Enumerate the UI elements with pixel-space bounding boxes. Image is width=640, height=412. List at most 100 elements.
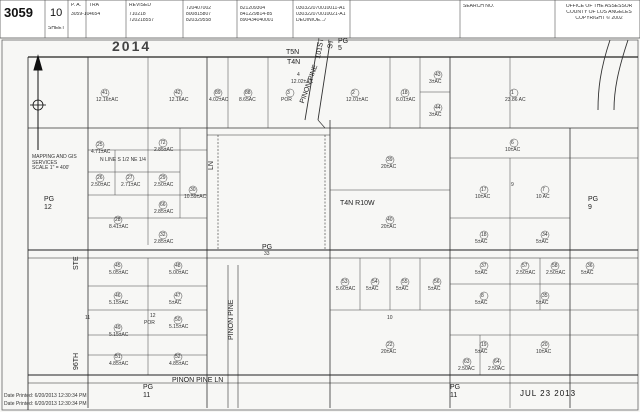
- parcel-number: 37: [481, 263, 487, 269]
- label-pg-center-num: 33: [264, 251, 270, 257]
- parcel-acreage: 5±AC: [536, 239, 549, 245]
- col-c-3: DEUINIOE.../: [296, 18, 326, 23]
- parcel-number: 57: [522, 263, 528, 269]
- parcel-number: 36: [587, 263, 593, 269]
- label-t4n: T4N: [287, 59, 301, 66]
- parcel-acreage: 10±AC: [536, 349, 552, 355]
- parcel-number: 25: [97, 142, 103, 148]
- parcel-acreage: 12.16AC: [169, 97, 189, 103]
- parcel-number: 39: [387, 157, 393, 163]
- year-stamp: 2014: [112, 38, 152, 54]
- parcel-acreage: 10 AC: [536, 194, 550, 200]
- parcel-number: 43: [435, 72, 441, 78]
- label-ln: LN: [208, 161, 215, 170]
- parcel-acreage: 12.01±AC: [346, 97, 369, 103]
- parcel-acreage: 4.02±AC: [209, 97, 229, 103]
- parcel-acreage: 5±AC: [169, 300, 182, 306]
- parcel-number: 49: [115, 325, 121, 331]
- label-pg11-a: PG 11: [143, 384, 154, 399]
- label-ste: STE: [73, 256, 80, 270]
- parcel-acreage: 2.85±AC: [154, 239, 174, 245]
- label-t4n-r10w: T4N R10W: [340, 200, 375, 207]
- parcel-number: 7: [542, 187, 545, 193]
- parcel-number: 72: [160, 140, 166, 146]
- parcel-number: 2: [352, 90, 355, 96]
- parcel-acreage: 2.50±AC: [91, 182, 111, 188]
- col-a-3: 820329558: [186, 18, 212, 23]
- parcel-number: 20: [542, 342, 548, 348]
- parcel-acreage: 4.85±AC: [109, 361, 129, 367]
- search-label: SEARCH NO.: [463, 4, 495, 9]
- north-arrow: [30, 54, 46, 150]
- parcel-number: 42: [175, 90, 181, 96]
- parcel-acreage: 5±AC: [475, 270, 488, 276]
- parcel-number: 9: [511, 182, 514, 188]
- parcel-number: 12: [150, 313, 156, 319]
- col-b-1: 821209304: [240, 6, 266, 11]
- parcel-number: 26: [97, 175, 103, 181]
- parcel-acreage: 10.59±AC: [184, 194, 207, 200]
- sheet-label: SHEET: [48, 26, 65, 31]
- parcel-acreage: 20±AC: [381, 349, 397, 355]
- parcel-acreage: 5.15±AC: [169, 324, 189, 330]
- col-b-3: 890434040001: [240, 18, 274, 23]
- parcel-acreage: 2.85±AC: [154, 209, 174, 215]
- parcel-number: 22: [387, 342, 393, 348]
- parcel-acreage: 4.85±AC: [169, 361, 189, 367]
- parcel-acreage: 8.65AC: [239, 97, 256, 103]
- office-line-2: COUNTY OF LOS ANGELES: [566, 10, 632, 15]
- parcel-number: 58: [552, 263, 558, 269]
- parcel-number: 8: [481, 293, 484, 299]
- parcel-acreage: 10±AC: [475, 194, 491, 200]
- parcel-acreage: 5.15±AC: [109, 300, 129, 306]
- parcel-acreage: 10±AC: [505, 147, 521, 153]
- parcel-acreage: 8.41±AC: [109, 224, 129, 230]
- parcel-number: 55: [402, 279, 408, 285]
- parcel-acreage: 5±AC: [536, 300, 549, 306]
- parcel-number: 30: [190, 187, 196, 193]
- date-printed-1: Date Printed: 6/20/2013 12:30:34 PM: [4, 393, 87, 399]
- parcel-number: 29: [160, 175, 166, 181]
- office-line-1: OFFICE OF THE ASSESSOR: [565, 4, 633, 9]
- label-pg9: PG 9: [588, 196, 599, 211]
- parcel-acreage: 5±AC: [366, 286, 379, 292]
- parcel-number: 44: [435, 105, 441, 111]
- parcel-number: 6: [511, 140, 514, 146]
- mapping-note: MAPPING AND GIS SERVICES SCALE 1" = 400': [32, 154, 77, 171]
- office-line-3: COPYRIGHT © 2002: [575, 16, 623, 21]
- parcel-acreage: 2.50±AC: [546, 270, 566, 276]
- col-c-1: 030322070010011-A1: [296, 6, 346, 11]
- parcel-number: 48: [175, 263, 181, 269]
- parcel-number: 19: [481, 342, 487, 348]
- parcel-acreage: 5.60±AC: [336, 286, 356, 292]
- parcel-acreage: 2.85±AC: [154, 147, 174, 153]
- tra-value: 4654: [89, 12, 101, 17]
- parcel-number: 10: [387, 315, 393, 321]
- parcel-acreage: 2.50AC: [488, 366, 505, 372]
- parcel-number: 47: [175, 293, 181, 299]
- parcel-acreage: 5±AC: [581, 270, 594, 276]
- pa-value: 3059-10: [71, 12, 90, 17]
- parcel-acreage: 6.01±AC: [396, 97, 416, 103]
- col-c-2: 030322070010021-A1: [296, 12, 346, 17]
- received-stamp: JUL 23 2013: [520, 389, 577, 398]
- parcel-number: 41: [102, 90, 108, 96]
- label-pinon-pine-mid: PINON PINE: [228, 299, 235, 340]
- parcel-number: 35: [542, 293, 548, 299]
- parcel-acreage: 2.50±AC: [516, 270, 536, 276]
- parcel-acreage: 12.02±AC: [291, 79, 314, 85]
- label-pg5: PG 5: [338, 38, 349, 52]
- parcel-acreage: 20±AC: [381, 224, 397, 230]
- tra-label: TRA: [89, 3, 99, 8]
- parcel-acreage: 5±AC: [475, 349, 488, 355]
- pa-label: P. A.: [71, 3, 81, 8]
- parcel-number: 63: [464, 359, 470, 365]
- parcel-number: 27: [127, 175, 133, 181]
- parcel-acreage: 5±AC: [396, 286, 409, 292]
- parcel-acreage: 5±AC: [475, 239, 488, 245]
- parcel-acreage: 20±AC: [381, 164, 397, 170]
- page-number: 10: [50, 7, 63, 19]
- parcel-number: 89: [215, 90, 221, 96]
- parcel-number: 18: [481, 232, 487, 238]
